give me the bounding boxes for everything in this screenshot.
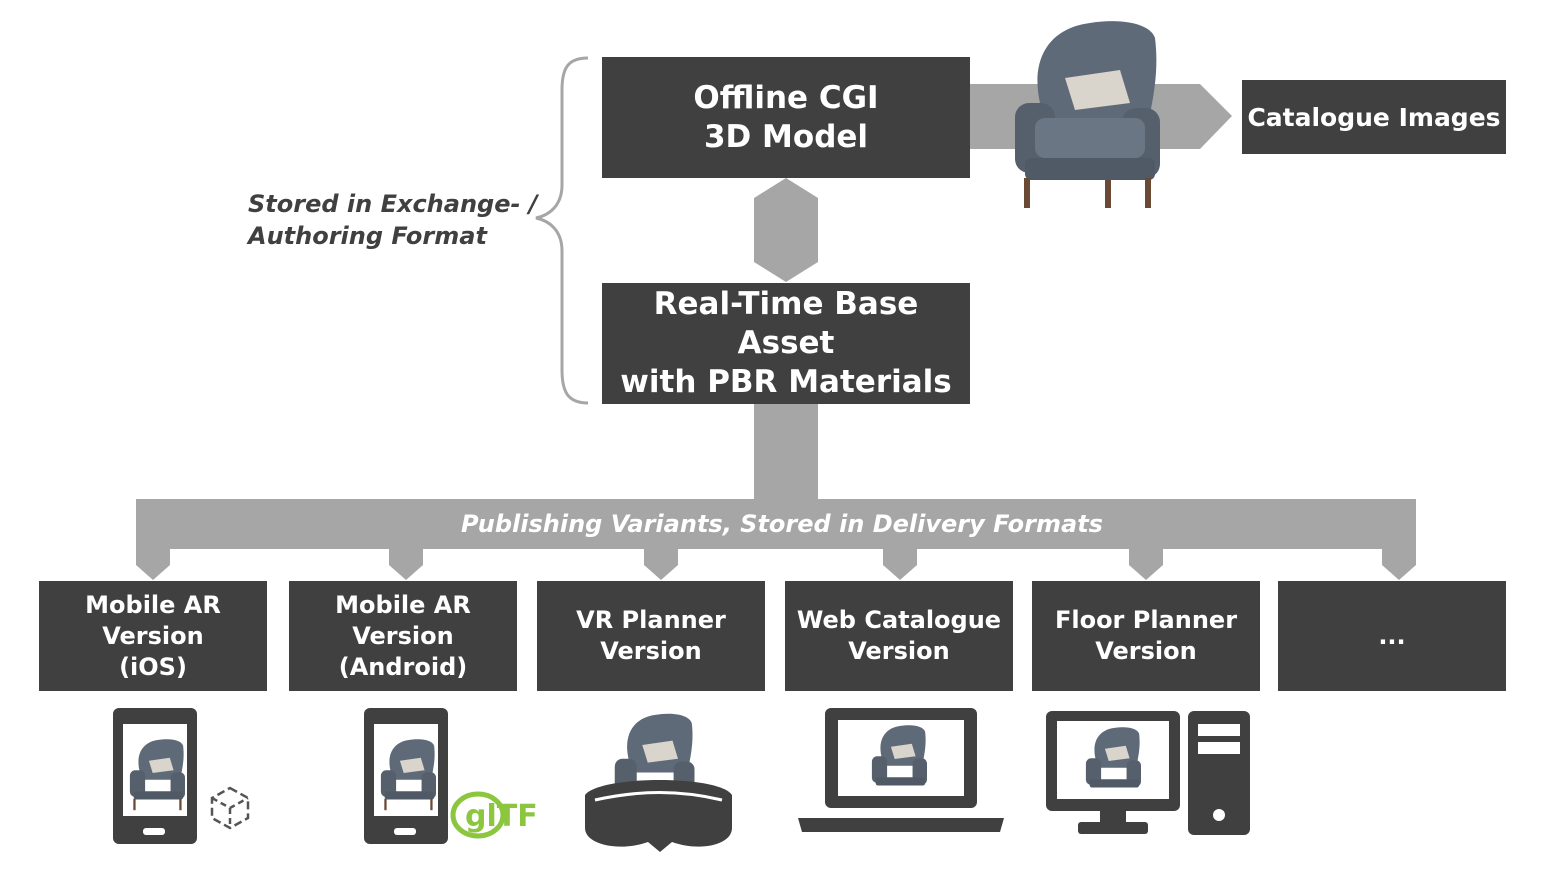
realtime-box-line2: with PBR Materials: [620, 364, 952, 400]
offline-box-line2: 3D Model: [703, 118, 869, 155]
variant-arrow-3: [644, 549, 678, 580]
gltf-logo-icon: [450, 791, 506, 839]
catalogue-images-box: Catalogue Images: [1242, 80, 1506, 154]
catalogue-box-label: Catalogue Images: [1247, 102, 1501, 132]
variant-box-web-catalogue: Web Catalogue Version: [785, 581, 1013, 691]
curly-brace: [535, 56, 589, 405]
laptop-icon: [798, 708, 1004, 832]
variant-box-mobile-ar-ios: Mobile AR Version (iOS): [39, 581, 267, 691]
offline-cgi-box: Offline CGI 3D Model: [602, 57, 970, 178]
gltf-logo-text: glTF: [465, 799, 538, 834]
variant-arrow-4: [883, 549, 917, 580]
variant-box-mobile-ar-android: Mobile AR Version (Android): [289, 581, 517, 691]
variant-line: Version: [848, 637, 950, 665]
variant-line: Mobile AR: [85, 590, 221, 619]
variant-arrow-1: [136, 549, 170, 580]
variant-arrow-6: [1382, 549, 1416, 580]
variant-line: Version: [102, 621, 204, 650]
variant-line: Version: [1095, 637, 1197, 665]
realtime-base-asset-box: Real-Time Base Asset with PBR Materials: [602, 283, 970, 404]
ar-cube-icon: [210, 786, 250, 830]
variant-line: ...: [1378, 621, 1406, 650]
smartphone-gltf-icon: glTF: [364, 708, 538, 844]
stored-note-line2: Authoring Format: [248, 222, 487, 250]
variant-line: (iOS): [119, 652, 187, 681]
trunk-connector: [754, 403, 818, 503]
variant-arrow-5: [1129, 549, 1163, 580]
variant-line: Floor Planner: [1054, 606, 1238, 634]
variant-line: Version: [600, 637, 702, 665]
desktop-computer-icon: [1046, 711, 1250, 835]
publishing-bar: [136, 499, 1416, 549]
variant-line: (Android): [338, 652, 468, 681]
variant-line: Version: [352, 621, 454, 650]
variant-arrow-2: [389, 549, 423, 580]
publishing-label: Publishing Variants, Stored in Delivery …: [461, 510, 1103, 538]
offline-box-line1: Offline CGI: [693, 79, 879, 116]
variant-line: VR Planner: [576, 606, 726, 634]
smartphone-ar-icon: [113, 708, 250, 844]
variant-box-floor-planner: Floor Planner Version: [1032, 581, 1260, 691]
stored-note: Stored in Exchange- / Authoring Format: [248, 188, 538, 252]
bidirectional-connector: [754, 178, 818, 282]
armchair-icon: [1015, 21, 1160, 208]
vr-headset-icon: [585, 713, 732, 852]
variant-line: Web Catalogue: [796, 606, 1002, 634]
stored-note-line1: Stored in Exchange- /: [248, 190, 538, 218]
variant-box-more: ...: [1278, 581, 1506, 691]
variant-line: Mobile AR: [335, 590, 471, 619]
realtime-box-line1: Real-Time Base Asset: [653, 286, 919, 361]
variant-box-vr-planner: VR Planner Version: [537, 581, 765, 691]
